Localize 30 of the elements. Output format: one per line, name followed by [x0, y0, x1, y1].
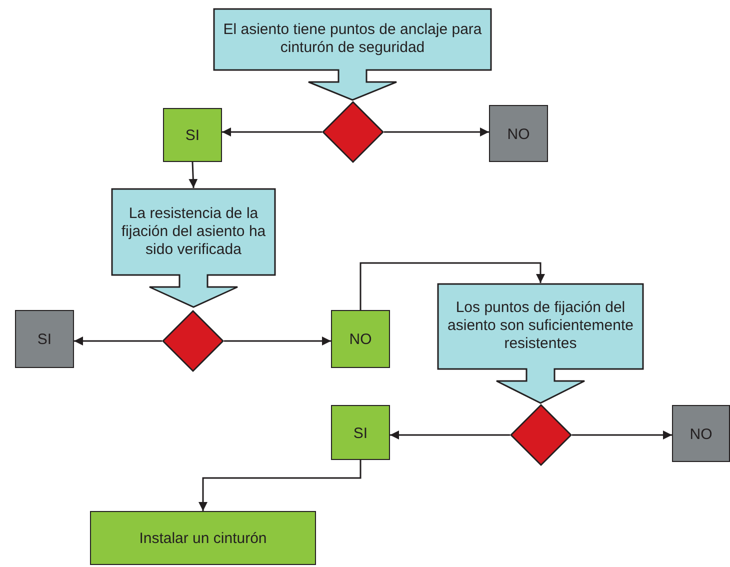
- decision-diamond: [162, 310, 224, 372]
- arrow: [572, 430, 672, 440]
- answer-box: [331, 405, 390, 460]
- question-callout: [213, 8, 492, 101]
- question-callout: [111, 188, 276, 308]
- answer-box: [331, 310, 390, 368]
- answer-text: NO: [507, 126, 530, 144]
- answer-text: SI: [185, 127, 200, 145]
- answer-box: [15, 310, 74, 368]
- arrow: [222, 128, 322, 136]
- arrow: [384, 128, 489, 136]
- arrow: [390, 430, 510, 440]
- question-text: La resistencia de la fijación del asiento ha sido verificada: [120, 204, 267, 258]
- answer-text: SI: [37, 331, 52, 349]
- arrow: [198, 460, 362, 511]
- arrow: [360, 262, 545, 310]
- answer-box: [163, 108, 222, 162]
- answer-box: [672, 405, 730, 462]
- answer-box: [489, 105, 548, 162]
- arrow: [224, 336, 331, 346]
- answer-text: NO: [690, 426, 712, 444]
- question-callout: [437, 283, 644, 404]
- answer-text: SI: [353, 424, 368, 442]
- question-text: Los puntos de fijación del asiento son suficientemente resistentes: [446, 299, 634, 353]
- answer-box: [90, 511, 316, 565]
- arrow: [188, 162, 198, 188]
- answer-text: NO: [349, 331, 372, 349]
- arrow: [74, 336, 162, 346]
- answer-text: Instalar un cinturón: [139, 530, 267, 548]
- question-text: El asiento tiene puntos de anclaje para cinturón de seguridad: [222, 21, 483, 57]
